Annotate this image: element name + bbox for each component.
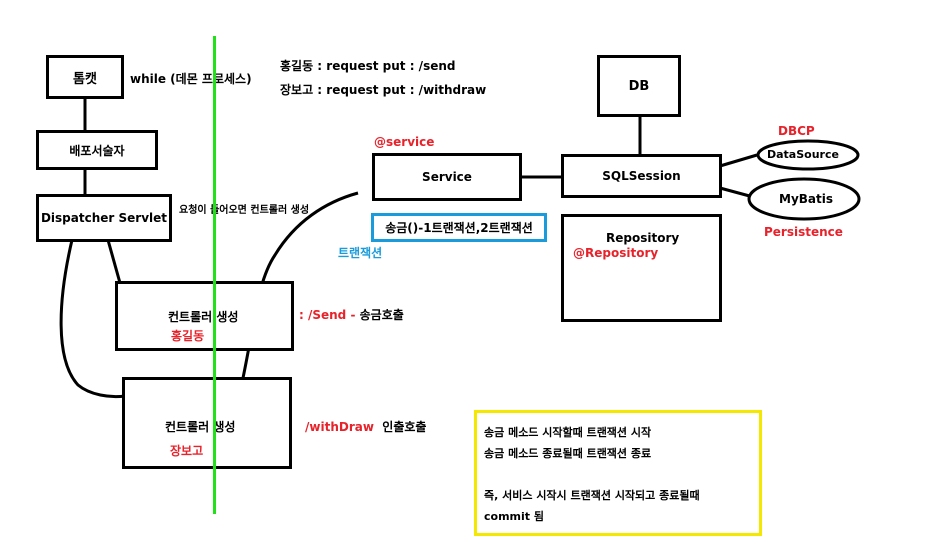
- service-box: Service: [372, 153, 522, 201]
- datasource-ellipse: [756, 139, 860, 171]
- persistence-label: Persistence: [764, 225, 843, 239]
- controller1-route-path: : /Send -: [299, 308, 360, 322]
- deployment-descriptor-box: 배포서술자: [36, 130, 158, 170]
- db-label: DB: [628, 78, 650, 94]
- sqlsession-box: SQLSession: [561, 154, 722, 198]
- transaction-note-box: 송금 메소드 시작할때 트랜잭션 시작 송금 메소드 종료될때 트랜잭션 종료 …: [474, 410, 762, 536]
- note-line-2: 송금 메소드 종료될때 트랜잭션 종료: [484, 447, 652, 460]
- request-line-2: 장보고 : request put : /withdraw: [280, 83, 487, 97]
- servlet-to-controller1-line: [106, 239, 122, 284]
- note-line-1: 송금 메소드 시작할때 트랜잭션 시작: [484, 426, 652, 439]
- sqlsession-to-datasource-line: [719, 153, 758, 168]
- sqlsession-label: SQLSession: [602, 169, 681, 183]
- mybatis-label: MyBatis: [779, 192, 833, 206]
- while-label: while (데몬 프로세스): [130, 72, 252, 86]
- controller2-action: 인출호출: [382, 420, 427, 434]
- service-annotation: @service: [374, 135, 435, 149]
- transaction-box-label: 송금()-1트랜잭션,2트랜잭션: [385, 221, 533, 235]
- dispatcher-servlet-box: Dispatcher Servlet: [36, 194, 172, 242]
- controller2-route: /withDraw 인출호출: [305, 418, 426, 435]
- controller2-route-path: /withDraw: [305, 420, 374, 434]
- green-divider-line: [213, 36, 216, 514]
- deployment-descriptor-label: 배포서술자: [69, 143, 125, 158]
- repository-label: Repository: [606, 231, 680, 245]
- request-line-1: 홍길동 : request put : /send: [280, 59, 456, 73]
- transaction-box: 송금()-1트랜잭션,2트랜잭션: [371, 213, 547, 242]
- dispatcher-servlet-label: Dispatcher Servlet: [40, 211, 168, 225]
- tomcat-box: 톰캣: [46, 55, 124, 99]
- note-line-5: commit 됨: [484, 510, 544, 523]
- repository-annotation: @Repository: [573, 246, 659, 260]
- controller2-box: 컨트롤러 생성 장보고: [122, 377, 292, 469]
- controller1-title: 컨트롤러 생성: [168, 310, 239, 324]
- dbcp-label: DBCP: [778, 124, 815, 138]
- repository-box: Repository @Repository: [561, 214, 722, 322]
- db-box: DB: [597, 55, 681, 117]
- controller-note: 요청이 들어오면 컨트롤러 생성: [179, 205, 310, 216]
- controller1-route: : /Send - 송금호출: [299, 306, 404, 323]
- controller2-user: 장보고: [170, 444, 204, 458]
- datasource-label: DataSource: [767, 148, 839, 161]
- service-label: Service: [422, 170, 472, 184]
- controller1-action: 송금호출: [359, 308, 404, 322]
- tomcat-label: 톰캣: [73, 71, 97, 87]
- mybatis-ellipse: [747, 177, 861, 221]
- transaction-label: 트랜잭션: [338, 246, 383, 260]
- controller1-box: 컨트롤러 생성 홍길동: [115, 281, 294, 351]
- note-line-3: [484, 464, 759, 485]
- servlet-to-controller2-line: [59, 239, 126, 399]
- controller2-title: 컨트롤러 생성: [165, 420, 236, 434]
- note-line-4: 즉, 서비스 시작시 트랜잭션 시작되고 종료될때: [484, 489, 700, 502]
- controller1-user: 홍길동: [171, 329, 205, 343]
